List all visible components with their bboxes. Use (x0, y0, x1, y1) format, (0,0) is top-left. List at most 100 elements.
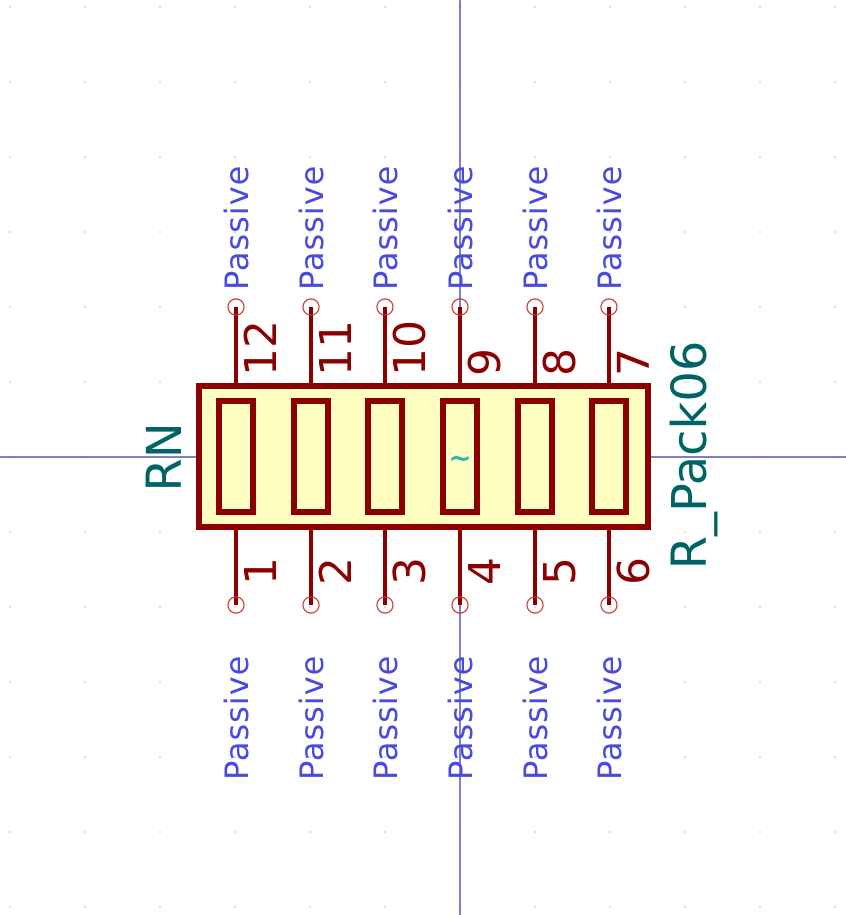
grid-dot (609, 156, 611, 158)
resistor-2 (291, 398, 331, 515)
grid-dot (9, 756, 11, 758)
grid-dot (84, 831, 86, 833)
grid-dot (684, 381, 686, 383)
center-tilde: ~ (448, 441, 471, 474)
grid-dot (759, 231, 761, 233)
grid-dot (9, 6, 11, 8)
pin-endpoint (451, 596, 469, 614)
grid-dot (84, 156, 86, 158)
grid-dot (159, 606, 161, 608)
grid-dot (684, 606, 686, 608)
grid-dot (384, 81, 386, 83)
grid-dot (309, 156, 311, 158)
grid-dot (384, 156, 386, 158)
grid-dot (759, 831, 761, 833)
pin-type: Passive (367, 655, 405, 780)
pin-number: 4 (460, 557, 511, 585)
grid-dot (609, 756, 611, 758)
grid-dot (234, 231, 236, 233)
pin-endpoint (376, 596, 394, 614)
grid-dot (834, 231, 836, 233)
grid-dot (684, 531, 686, 533)
grid-dot (534, 681, 536, 683)
grid-dot (534, 231, 536, 233)
pin-endpoint (526, 298, 544, 316)
pin-type: Passive (293, 165, 331, 290)
grid-dot (159, 906, 161, 908)
grid-dot (9, 831, 11, 833)
grid-dot (759, 156, 761, 158)
grid-dot (234, 156, 236, 158)
pin-endpoint (227, 298, 245, 316)
resistor-elements (216, 398, 629, 515)
pins: 12Passive11Passive10Passive9Passive8Pass… (218, 165, 660, 780)
pin-type: Passive (591, 655, 629, 780)
grid-dot (759, 381, 761, 383)
grid-dot (9, 81, 11, 83)
grid-dot (234, 906, 236, 908)
pin-type: Passive (517, 655, 555, 780)
pin-number: 10 (385, 320, 436, 376)
pin-number: 3 (385, 557, 436, 585)
value-field[interactable]: R_Pack06 (662, 341, 718, 570)
grid-dot (684, 831, 686, 833)
grid-dot (534, 606, 536, 608)
grid-dot (834, 381, 836, 383)
grid-dot (534, 156, 536, 158)
grid-dot (534, 6, 536, 8)
grid-dot (834, 81, 836, 83)
grid-dot (159, 381, 161, 383)
pin-type: Passive (442, 655, 480, 780)
pin-number: 8 (535, 348, 586, 376)
grid-dot (159, 156, 161, 158)
grid-dot (759, 306, 761, 308)
grid-dot (234, 681, 236, 683)
grid-dot (9, 231, 11, 233)
resistor-1 (216, 398, 256, 515)
grid-dot (384, 756, 386, 758)
pin-10[interactable]: 10 Passive (367, 165, 436, 386)
grid-dot (384, 906, 386, 908)
pin-number: 12 (236, 320, 287, 376)
symbol-body[interactable] (196, 383, 651, 530)
grid-dot (159, 306, 161, 308)
grid-dot (309, 831, 311, 833)
pin-endpoint (600, 298, 618, 316)
grid-dot (684, 81, 686, 83)
grid-dot (834, 6, 836, 8)
resistor-6 (589, 398, 629, 515)
pin-type: Passive (367, 165, 405, 290)
grid-dot (159, 231, 161, 233)
grid-dot (834, 306, 836, 308)
grid-dot (759, 6, 761, 8)
grid-dot (9, 906, 11, 908)
pin-type: Passive (293, 655, 331, 780)
grid-dot (159, 681, 161, 683)
pin-number: 2 (311, 557, 362, 585)
grid-dot (9, 531, 11, 533)
grid-dot (684, 156, 686, 158)
grid-dot (834, 906, 836, 908)
resistor-3 (365, 398, 405, 515)
grid-dot (609, 606, 611, 608)
grid-dot (84, 381, 86, 383)
grid-dot (834, 756, 836, 758)
grid-dot (384, 681, 386, 683)
grid-dot (609, 6, 611, 8)
reference-field[interactable]: RN (137, 422, 193, 491)
grid-dot (534, 756, 536, 758)
resistor-5 (515, 398, 555, 515)
grid-dot (309, 6, 311, 8)
